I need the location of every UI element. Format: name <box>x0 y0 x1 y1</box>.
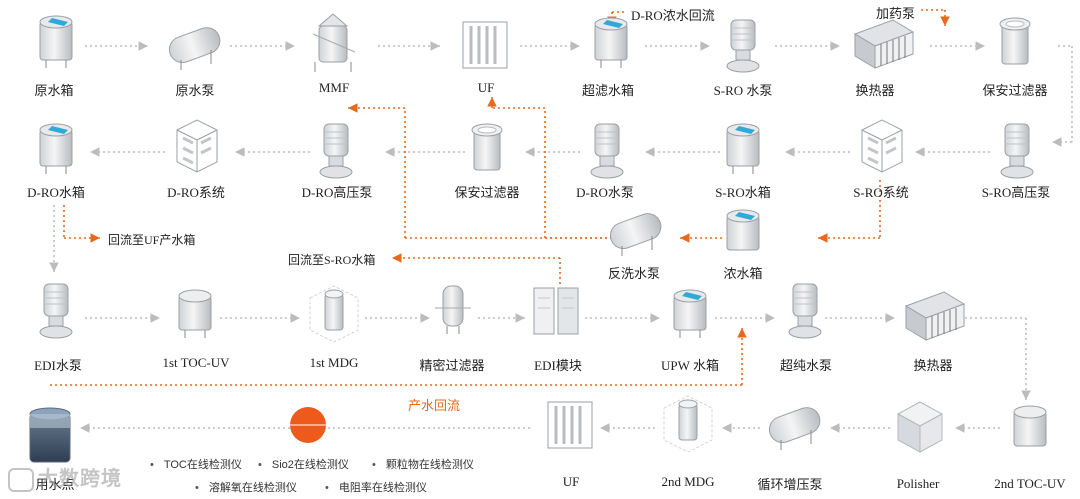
label-precision-filter: 精密过滤器 <box>419 358 485 373</box>
pump-icon <box>39 283 73 339</box>
label-1st-mdg: 1st MDG <box>309 355 359 370</box>
tank-icon <box>673 289 707 338</box>
horizontal-tank-icon <box>609 213 662 256</box>
mmf-filter-icon <box>312 13 356 72</box>
instrument-item: 溶解氧在线检测仪 <box>195 479 297 495</box>
label-backwash-pump: 反洗水泵 <box>607 266 661 281</box>
tank-icon <box>726 123 760 174</box>
horizontal-tank-icon <box>768 407 821 450</box>
heat-exchanger-icon <box>904 291 966 341</box>
label-heat-exchanger-2: 换热器 <box>913 358 953 373</box>
label-uf: UF <box>477 80 495 95</box>
polisher-cube-icon <box>896 401 944 453</box>
watermark-text: 大数跨境 <box>38 466 122 490</box>
label-edi-pump: EDI水泵 <box>34 358 82 373</box>
label-concentrate-tank: 浓水箱 <box>723 266 763 281</box>
label-polisher: Polisher <box>896 476 940 491</box>
return-lines <box>50 9 950 386</box>
mdg-box-icon <box>309 285 359 343</box>
annotation-dosing-pump: 加药泵 <box>876 6 916 21</box>
label-dro-pump: D-RO水泵 <box>576 185 634 200</box>
use-point-tank-icon <box>29 407 71 463</box>
ro-rack-icon <box>861 119 903 173</box>
tank-icon <box>39 123 73 174</box>
label-uf-2: UF <box>562 474 580 489</box>
label-raw-water-pump: 原水泵 <box>175 83 215 98</box>
pump-icon <box>590 123 624 179</box>
precision-filter-icon <box>435 285 471 334</box>
instrument-item: 颗粒物在线检测仪 <box>372 456 474 472</box>
mdg-box-icon <box>663 395 713 453</box>
heat-exchanger-icon <box>853 19 915 69</box>
label-1st-toc-uv: 1st TOC-UV <box>162 355 230 370</box>
label-uf-water-tank: 超滤水箱 <box>581 83 635 98</box>
instrument-item: Sio2在线检测仪 <box>258 456 349 472</box>
label-mmf: MMF <box>318 80 350 95</box>
label-ultrapure-pump: 超纯水泵 <box>779 358 833 373</box>
label-sro-system: S-RO系统 <box>853 185 909 200</box>
label-2nd-mdg: 2nd MDG <box>661 474 715 489</box>
label-booster-pump: 循环增压泵 <box>757 477 823 492</box>
toc-uv-icon <box>1013 405 1047 447</box>
label-sro-pump: S-RO 水泵 <box>713 83 773 98</box>
label-dro-hp-pump: D-RO高压泵 <box>301 185 373 200</box>
label-dro-tank: D-RO水箱 <box>27 185 85 200</box>
label-sro-hp-pump: S-RO高压泵 <box>981 185 1051 200</box>
tank-icon <box>594 17 628 68</box>
label-dro-system: D-RO系统 <box>167 185 225 200</box>
watermark: 大数跨境 <box>8 462 122 492</box>
label-edi-module: EDI模块 <box>534 358 582 373</box>
flow-lines <box>49 41 1073 433</box>
label-sro-tank: S-RO水箱 <box>715 185 771 200</box>
label-safety-filter-2: 保安过滤器 <box>454 185 520 200</box>
orange-circle-icon <box>290 407 326 443</box>
uf-module-icon <box>462 21 508 69</box>
pump-icon <box>319 123 353 179</box>
tank-icon <box>726 209 760 251</box>
annotation-return-sro-tank: 回流至S-RO水箱 <box>288 253 376 267</box>
ro-rack-icon <box>176 119 218 173</box>
watermark-logo-icon <box>8 467 34 492</box>
edi-module-icon <box>533 287 579 335</box>
pump-icon <box>726 19 760 73</box>
label-2nd-toc-uv: 2nd TOC-UV <box>994 476 1066 491</box>
label-raw-water-tank: 原水箱 <box>34 83 74 98</box>
label-use-point: 用水点 <box>35 477 75 492</box>
uf-module-icon <box>547 401 593 449</box>
toc-uv-icon <box>178 289 212 338</box>
instrument-item: TOC在线检测仪 <box>150 456 242 472</box>
label-safety-filter: 保安过滤器 <box>982 83 1048 98</box>
pump-icon <box>1000 123 1034 179</box>
tank-icon <box>39 15 73 68</box>
annotation-dro-return: D-RO浓水回流 <box>631 8 715 23</box>
annotation-return-uf-tank: 回流至UF产水箱 <box>108 233 196 247</box>
instrument-item: 电阻率在线检测仪 <box>325 479 427 495</box>
cartridge-filter-icon <box>471 123 503 171</box>
pump-icon <box>788 283 822 339</box>
horizontal-tank-icon <box>168 27 221 70</box>
label-heat-exchanger: 换热器 <box>855 83 895 98</box>
cartridge-filter-icon <box>999 17 1031 65</box>
annotation-product-return: 产水回流 <box>408 398 461 413</box>
label-upw-tank: UPW 水箱 <box>661 358 719 373</box>
